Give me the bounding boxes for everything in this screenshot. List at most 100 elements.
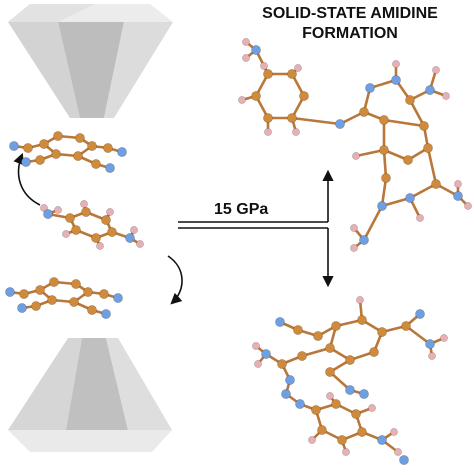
- carbon-atom: [351, 409, 361, 419]
- hydrogen-atom: [326, 392, 334, 400]
- hydrogen-atom: [136, 240, 144, 248]
- title-line-1: SOLID-STATE AMIDINE: [262, 5, 438, 22]
- hydrogen-atom: [428, 352, 436, 360]
- nitrogen-atom: [377, 201, 387, 211]
- hydrogen-atom: [356, 296, 364, 304]
- hydrogen-atom: [238, 96, 246, 104]
- hydrogen-atom: [464, 202, 472, 210]
- nitrogen-atom: [101, 309, 111, 319]
- nitrogen-atom: [415, 309, 425, 319]
- hydrogen-atom: [394, 448, 402, 456]
- hydrogen-atom: [106, 208, 114, 216]
- hydrogen-atom: [342, 448, 350, 456]
- carbon-atom: [251, 91, 261, 101]
- nitrogen-atom: [345, 385, 355, 395]
- carbon-atom: [379, 115, 389, 125]
- top-diamond-anvil: [8, 4, 173, 118]
- carbon-atom: [331, 321, 341, 331]
- carbon-atom: [69, 297, 79, 307]
- carbon-atom: [405, 95, 415, 105]
- carbon-atom: [51, 149, 61, 159]
- nitrogen-atom: [17, 303, 27, 313]
- carbon-atom: [297, 351, 307, 361]
- nitrogen-atom: [251, 45, 261, 55]
- bond: [404, 324, 432, 346]
- nitrogen-atom: [281, 389, 291, 399]
- bottom-diamond-anvil: [8, 338, 172, 452]
- bond: [300, 346, 332, 358]
- carbon-atom: [377, 327, 387, 337]
- hydrogen-atom: [392, 60, 400, 68]
- carbon-atom: [87, 141, 97, 151]
- hydrogen-atom: [254, 360, 262, 368]
- bond: [354, 148, 386, 158]
- title-line-2: FORMATION: [302, 25, 398, 42]
- hydrogen-atom: [54, 206, 62, 214]
- carbon-atom: [81, 207, 91, 217]
- carbon-atom: [71, 279, 81, 289]
- carbon-atom: [401, 321, 411, 331]
- nitrogen-atom: [359, 389, 369, 399]
- bond: [380, 176, 388, 208]
- carbon-atom: [39, 139, 49, 149]
- nitrogen-atom: [425, 339, 435, 349]
- carbon-atom: [359, 107, 369, 117]
- hydrogen-atom: [352, 152, 360, 160]
- hydrogen-atom: [96, 242, 104, 250]
- carbon-atom: [325, 367, 335, 377]
- bond: [290, 116, 342, 126]
- nitrogen-atom: [405, 193, 415, 203]
- carbon-atom: [107, 227, 117, 237]
- nitrogen-atom: [335, 119, 345, 129]
- bond: [382, 118, 426, 128]
- carbon-atom: [31, 301, 41, 311]
- hydrogen-atom: [368, 404, 376, 412]
- hydrogen-atom: [260, 62, 268, 70]
- nitrogen-atom: [399, 455, 409, 465]
- carbon-atom: [379, 145, 389, 155]
- carbon-atom: [19, 289, 29, 299]
- carbon-atom: [277, 359, 287, 369]
- nitrogen-atom: [9, 141, 19, 151]
- upper-dinitrile-molecule: [9, 131, 127, 173]
- carbon-atom: [35, 285, 45, 295]
- nitrogen-atom: [117, 147, 127, 157]
- amidine-product-top: [238, 38, 472, 252]
- bond: [408, 182, 438, 200]
- carbon-atom: [101, 215, 111, 225]
- carbon-atom: [337, 435, 347, 445]
- nitrogen-atom: [43, 209, 53, 219]
- curved-arrow-up: [13, 152, 41, 206]
- carbon-atom: [423, 143, 433, 153]
- hydrogen-atom: [442, 92, 450, 100]
- carbon-atom: [317, 425, 327, 435]
- hydrogen-atom: [252, 342, 260, 350]
- nitrogen-atom: [21, 157, 31, 167]
- figure-title: SOLID-STATE AMIDINE FORMATION: [230, 4, 470, 44]
- carbon-atom: [403, 155, 413, 165]
- carbon-atom: [311, 405, 321, 415]
- bond: [380, 196, 412, 208]
- carbon-atom: [263, 69, 273, 79]
- curved-arrow-down: [167, 255, 183, 305]
- carbon-atom: [313, 331, 323, 341]
- carbon-atom: [381, 173, 391, 183]
- nitrogen-atom: [285, 375, 295, 385]
- carbon-atom: [53, 131, 63, 141]
- carbon-atom: [293, 325, 303, 335]
- carbon-atom: [103, 143, 113, 153]
- hydrogen-atom: [242, 54, 250, 62]
- carbon-atom: [419, 121, 429, 131]
- lower-dinitrile-molecule: [5, 277, 123, 319]
- carbon-atom: [325, 343, 335, 353]
- hydrogen-atom: [264, 128, 272, 136]
- hydrogen-atom: [416, 214, 424, 222]
- bond: [408, 98, 426, 128]
- reaction-branch-lines: [178, 169, 334, 288]
- hydrogen-atom: [350, 244, 358, 252]
- carbon-atom: [83, 287, 93, 297]
- carbon-atom: [263, 113, 273, 123]
- nitrogen-atom: [453, 191, 463, 201]
- nitrogen-atom: [261, 349, 271, 359]
- carbon-atom: [287, 69, 297, 79]
